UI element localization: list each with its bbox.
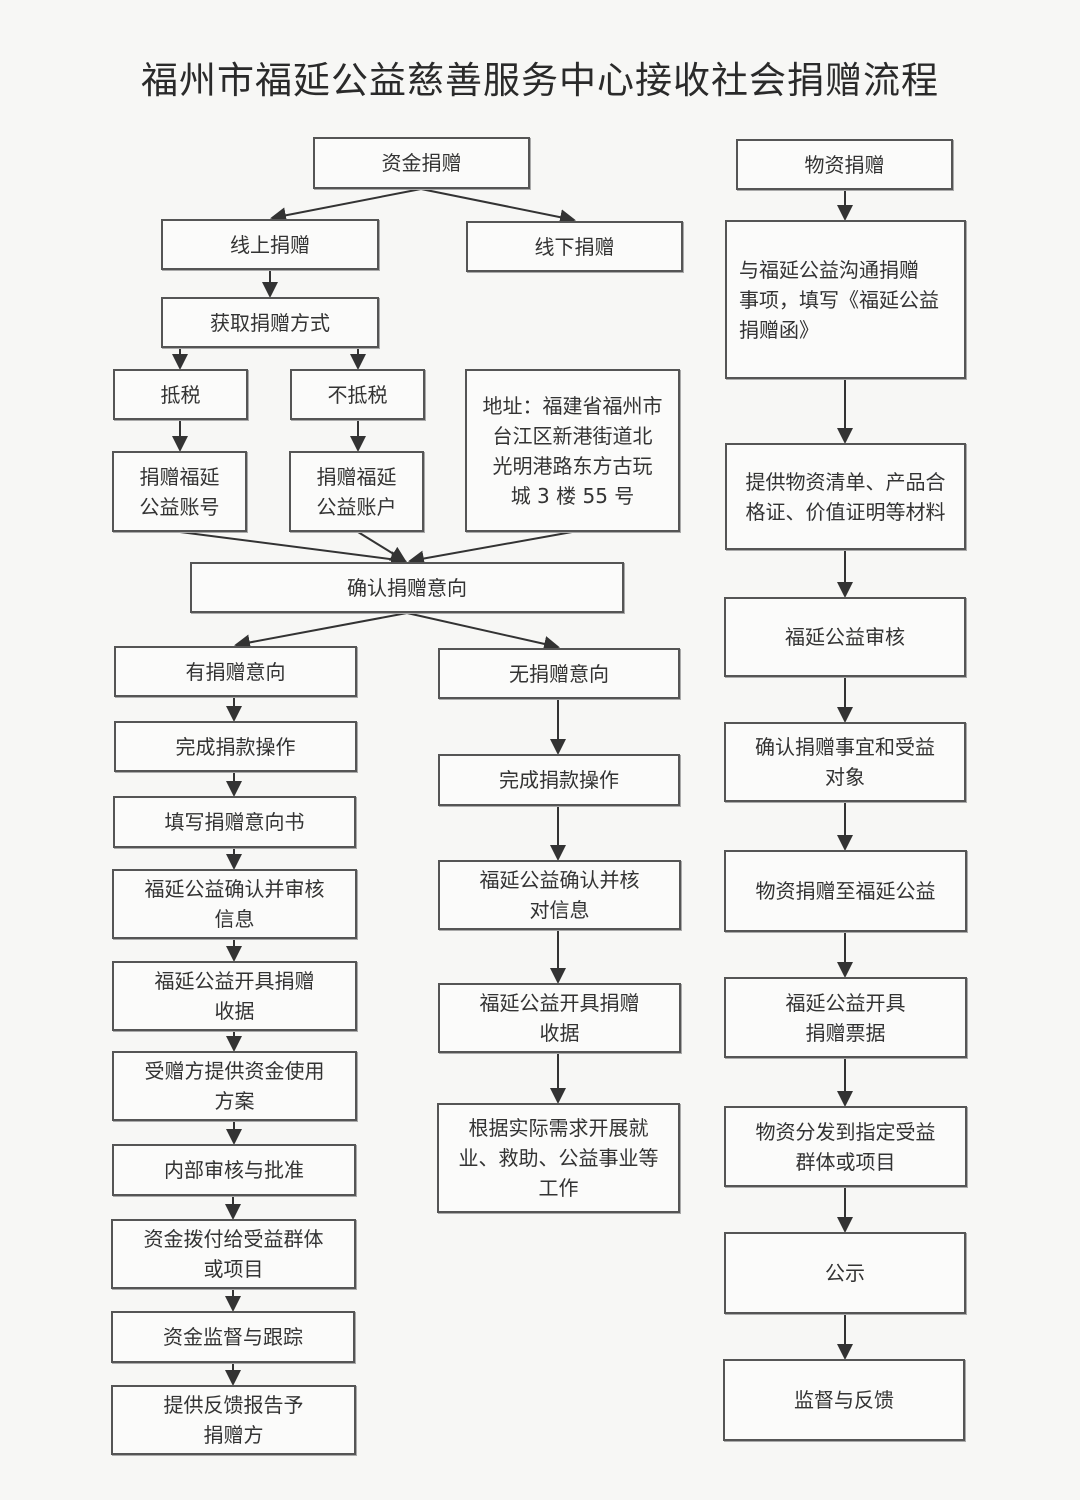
node-right-step-4: 确认捐赠事宜和受益 对象 (724, 722, 966, 802)
node-right-step-1: 与福延公益沟通捐赠 事项，填写《福延公益 捐赠函》 (725, 220, 966, 379)
node-has-intent: 有捐赠意向 (114, 646, 357, 697)
node-get-method: 获取捐赠方式 (161, 297, 379, 348)
node-account-2: 捐赠福延 公益账户 (289, 451, 424, 532)
node-confirm-intent: 确认捐赠意向 (190, 562, 624, 613)
node-left-step-3: 福延公益确认并审核 信息 (112, 869, 357, 939)
node-offline: 线下捐赠 (466, 221, 683, 272)
node-left-step-1: 完成捐款操作 (114, 721, 357, 772)
node-left-step-9: 提供反馈报告予 捐赠方 (111, 1385, 356, 1455)
node-right-step-8: 公示 (724, 1232, 966, 1314)
node-left-step-2: 填写捐赠意向书 (113, 796, 356, 848)
node-left-step-8: 资金监督与跟踪 (111, 1311, 355, 1363)
node-address: 地址：福建省福州市 台江区新港街道北 光明港路东方古玩 城 3 楼 55 号 (465, 369, 680, 532)
node-right-step-6: 福延公益开具 捐赠票据 (724, 977, 967, 1058)
node-mid-step-2: 福延公益确认并核 对信息 (438, 860, 681, 930)
node-left-step-5: 受赠方提供资金使用 方案 (112, 1051, 357, 1121)
node-fund-donation: 资金捐赠 (313, 137, 530, 189)
node-right-step-5: 物资捐赠至福延公益 (724, 850, 967, 932)
node-mid-step-3: 福延公益开具捐赠 收据 (438, 983, 681, 1053)
node-online: 线上捐赠 (161, 219, 379, 270)
node-right-step-9: 监督与反馈 (723, 1359, 965, 1441)
node-account-1: 捐赠福延 公益账号 (112, 451, 247, 532)
page-title: 福州市福延公益慈善服务中心接收社会捐赠流程 (141, 59, 939, 102)
node-left-step-6: 内部审核与批准 (112, 1144, 356, 1196)
node-left-step-4: 福延公益开具捐赠 收据 (112, 961, 357, 1031)
node-goods-donation: 物资捐赠 (736, 139, 953, 190)
node-mid-step-1: 完成捐款操作 (438, 754, 680, 806)
node-right-step-2: 提供物资清单、产品合 格证、价值证明等材料 (725, 443, 966, 550)
node-right-step-3: 福延公益审核 (724, 597, 966, 677)
node-tax: 抵税 (113, 369, 248, 420)
node-left-step-7: 资金拨付给受益群体 或项目 (111, 1219, 356, 1289)
node-right-step-7: 物资分发到指定受益 群体或项目 (724, 1106, 967, 1187)
node-mid-step-4: 根据实际需求开展就 业、救助、公益事业等 工作 (437, 1103, 680, 1213)
node-no-intent: 无捐赠意向 (438, 648, 680, 699)
node-no-tax: 不抵税 (290, 369, 425, 420)
